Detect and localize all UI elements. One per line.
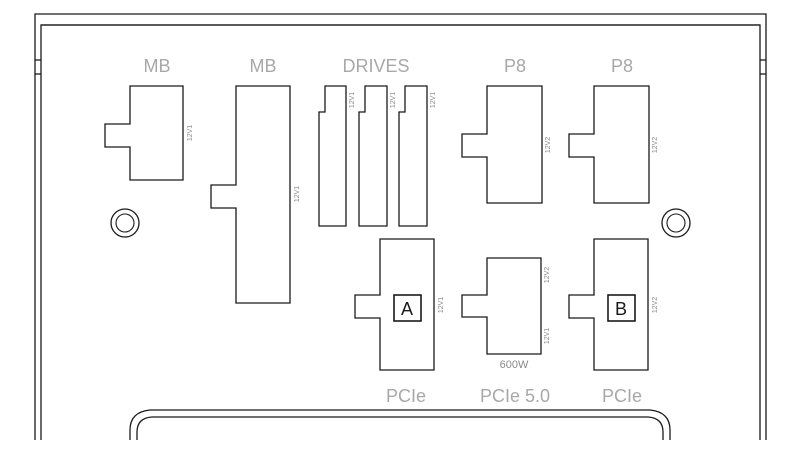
badge-a: A: [401, 299, 413, 319]
rail-pcie-b: 12V2: [652, 297, 659, 313]
label-pcie-5: PCIe 5.0: [480, 386, 550, 406]
pcie5-wattage: 600W: [500, 359, 529, 371]
connector-pcie-5: 12V2 12V1 600W: [461, 257, 551, 371]
label-p8-left: P8: [504, 56, 526, 76]
rail-drive-2: 12V1: [390, 92, 397, 108]
connector-pcie-a: 12V1 A: [354, 238, 445, 371]
connector-drive-2: 12V1: [358, 85, 397, 227]
rail-drive-1: 12V1: [349, 92, 356, 108]
connector-p8-left: 12V2: [461, 85, 552, 204]
connector-p8-right: 12V2: [568, 85, 659, 204]
rail-mb-center: 12V1: [294, 186, 301, 202]
rail-pcie5-bottom: 12V1: [544, 328, 551, 344]
connector-drive-1: 12V1: [318, 85, 356, 227]
badge-a-box: [393, 294, 422, 322]
label-drives: DRIVES: [342, 56, 409, 76]
label-mb-center: MB: [250, 56, 277, 76]
rail-pcie-a: 12V1: [438, 297, 445, 313]
label-p8-right: P8: [611, 56, 633, 76]
connector-drive-3: 12V1: [398, 85, 437, 227]
label-mb-left: MB: [144, 56, 171, 76]
label-pcie-b: PCIe: [602, 386, 642, 406]
badge-b: B: [615, 299, 627, 319]
rail-pcie5-top: 12V2: [544, 267, 551, 283]
rail-drive-3: 12V1: [430, 92, 437, 108]
connector-pcie-b: 12V2 B: [568, 238, 659, 371]
psu-base-handle: [129, 409, 671, 440]
rail-p8-right: 12V2: [652, 137, 659, 153]
rail-p8-left: 12V2: [545, 137, 552, 153]
psu-chassis-outline: [34, 13, 767, 440]
rail-mb-left: 12V1: [187, 125, 194, 141]
badge-b-box: [607, 294, 636, 322]
label-pcie-a: PCIe: [386, 386, 426, 406]
connector-mb-left: 12V1: [104, 85, 194, 181]
connector-mb-center: 12V1: [210, 85, 301, 304]
mounting-hole-right: [661, 208, 691, 238]
mounting-hole-left: [110, 208, 140, 238]
